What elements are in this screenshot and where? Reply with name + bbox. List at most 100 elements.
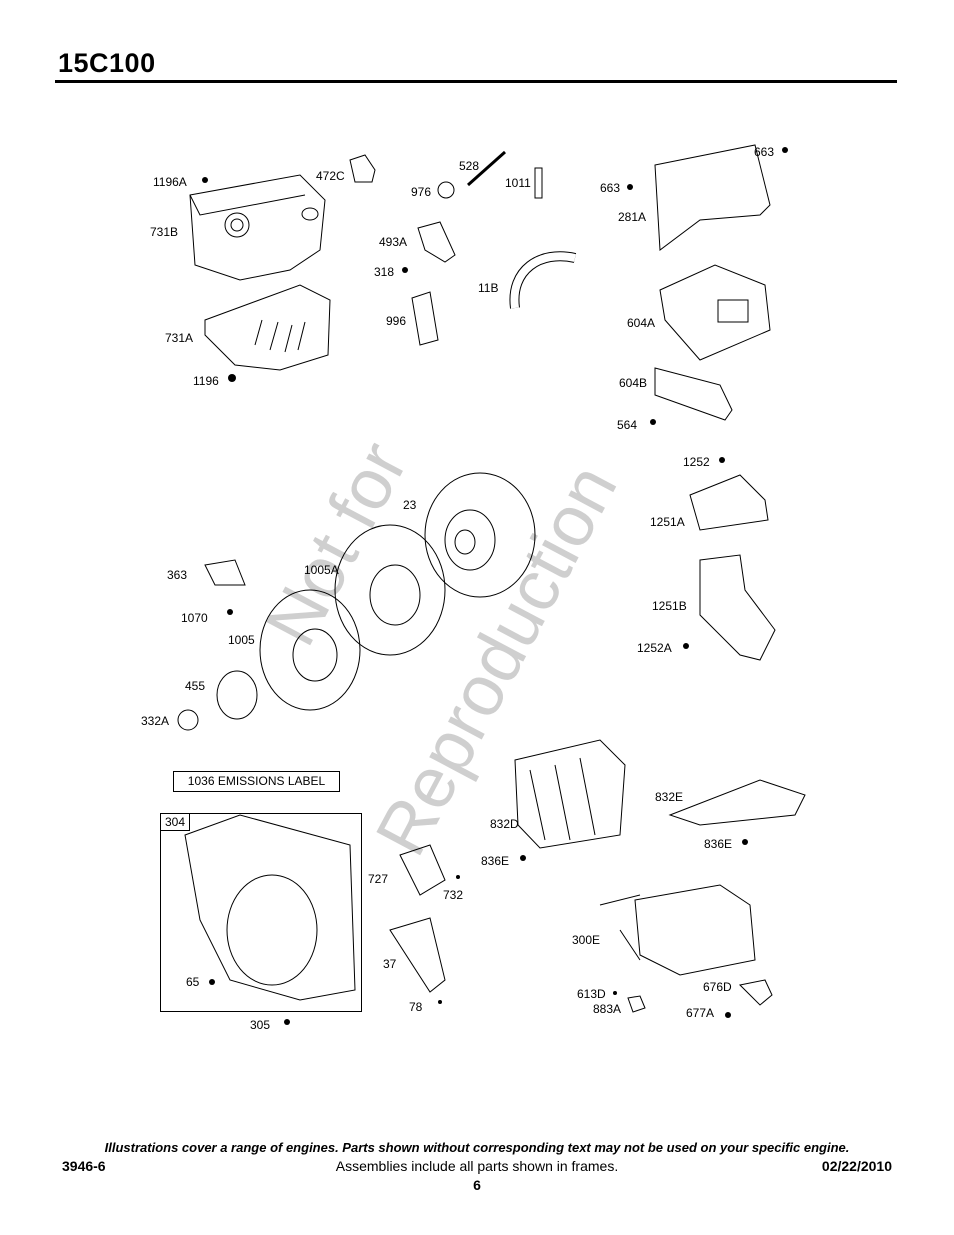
screw-65 (209, 979, 215, 985)
gasket-996 (411, 291, 439, 346)
screw-1196a (202, 177, 208, 183)
label-1005: 1005 (228, 633, 255, 647)
frame-label-304: 304 (161, 814, 191, 831)
screw-1196 (228, 374, 236, 382)
fitting-1011 (534, 167, 543, 199)
screw-677a (725, 1012, 731, 1018)
page-number: 6 (473, 1177, 481, 1193)
blower-housing-frame: 304 (160, 813, 362, 1012)
shield-37 (389, 917, 446, 993)
blower-housing-304 (184, 814, 356, 1001)
label-832d: 832D (490, 817, 519, 831)
label-1251b: 1251B (652, 599, 687, 613)
doc-number: 3946-6 (62, 1158, 106, 1174)
cover-731a (204, 284, 331, 371)
hose-11b (509, 251, 577, 309)
label-1251a: 1251A (650, 515, 685, 529)
label-455: 455 (185, 679, 206, 693)
label-281a: 281A (618, 210, 647, 224)
bracket-493a (417, 221, 456, 263)
label-883a: 883A (593, 1002, 622, 1016)
label-332a: 332A (141, 714, 170, 728)
label-65: 65 (186, 975, 200, 989)
fan-1005 (259, 589, 361, 711)
flywheel-23 (424, 472, 536, 598)
label-727: 727 (368, 872, 389, 886)
label-318: 318 (374, 265, 395, 279)
label-300e: 300E (572, 933, 601, 947)
label-732: 732 (443, 888, 464, 902)
label-37: 37 (383, 957, 397, 971)
title-rule (55, 80, 897, 83)
screw-1252 (719, 457, 725, 463)
screw-732 (456, 875, 460, 879)
label-305: 305 (250, 1018, 271, 1032)
label-1070: 1070 (181, 611, 208, 625)
screw-663a (627, 184, 633, 190)
screw-1070 (227, 609, 233, 615)
label-663-a: 663 (600, 181, 621, 195)
screw-836e-a (520, 855, 526, 861)
plate-604b (654, 367, 733, 421)
emissions-label-box: 1036 EMISSIONS LABEL (173, 771, 340, 792)
screw-78 (438, 1000, 442, 1004)
label-472c: 472C (316, 169, 345, 183)
heat-shield-832e (668, 779, 806, 826)
screw-663b (782, 147, 788, 153)
label-604b: 604B (619, 376, 648, 390)
bracket-1251b (699, 554, 776, 661)
screw-613d (613, 991, 617, 995)
label-1252: 1252 (683, 455, 710, 469)
label-1011: 1011 (505, 176, 531, 190)
label-1252a: 1252A (637, 641, 672, 655)
label-836e-b: 836E (704, 837, 733, 851)
starter-cup-455 (216, 670, 258, 720)
screw-305 (284, 1019, 290, 1025)
label-564: 564 (617, 418, 638, 432)
page-title: 15C100 (58, 48, 156, 78)
label-832e: 832E (655, 790, 684, 804)
label-1005a: 1005A (304, 563, 339, 577)
muffler-guard-832d (514, 739, 626, 849)
cap-976 (437, 181, 455, 199)
label-731b: 731B (150, 225, 179, 239)
shield-281a (654, 144, 771, 251)
footer-date: 02/22/2010 (821, 1158, 892, 1174)
muffler-300e (634, 884, 756, 976)
screw-1252a (683, 643, 689, 649)
fan-1005a (334, 524, 446, 656)
screw-836e-b (742, 839, 748, 845)
label-528: 528 (459, 159, 480, 173)
label-836e-a: 836E (481, 854, 510, 868)
label-663-b: 663 (754, 145, 775, 159)
label-613d: 613D (577, 987, 606, 1001)
guard-604a (659, 264, 771, 361)
label-78: 78 (409, 1000, 423, 1014)
label-677a: 677A (686, 1006, 715, 1020)
label-731a: 731A (165, 331, 194, 345)
bracket-363 (204, 559, 246, 586)
label-1196a: 1196A (153, 175, 187, 189)
air-cleaner-housing-731b (189, 174, 326, 281)
label-493a: 493A (379, 235, 408, 249)
screw-564 (650, 419, 656, 425)
label-23: 23 (403, 498, 417, 512)
assemblies-note: Assemblies include all parts shown in fr… (335, 1158, 619, 1174)
label-1196: 1196 (193, 374, 219, 388)
label-976: 976 (411, 185, 432, 199)
nut-883a (627, 995, 646, 1013)
label-363: 363 (167, 568, 188, 582)
tube-528 (467, 150, 506, 187)
nut-332a (177, 709, 199, 731)
footer-disclaimer: Illustrations cover a range of engines. … (104, 1140, 850, 1155)
bracket-472c (349, 154, 376, 183)
cover-1251a (689, 474, 769, 531)
guard-727 (399, 844, 446, 896)
label-604a: 604A (627, 316, 656, 330)
label-11b: 11B (478, 281, 499, 295)
label-676d: 676D (703, 980, 732, 994)
label-996: 996 (386, 314, 407, 328)
screw-318 (402, 267, 408, 273)
emissions-label-text: 1036 EMISSIONS LABEL (187, 774, 326, 788)
